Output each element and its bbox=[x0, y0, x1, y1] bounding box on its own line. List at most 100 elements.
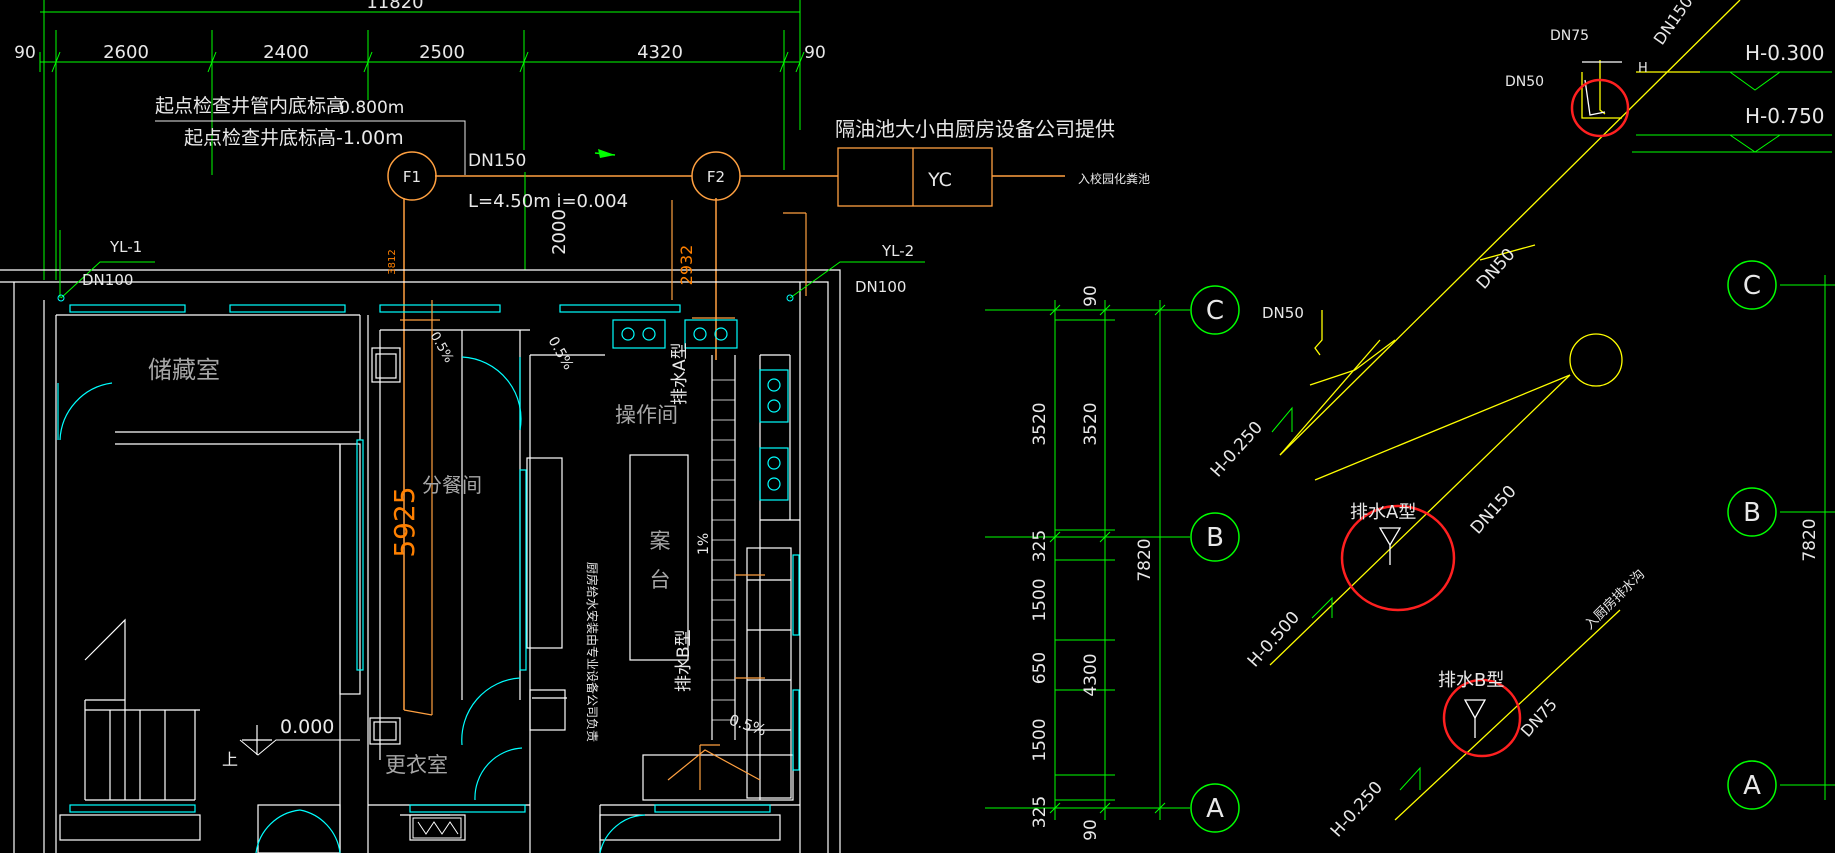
riser-yl1 bbox=[57, 294, 65, 302]
dim-v-7820: 7820 bbox=[1135, 538, 1155, 581]
drain-grate bbox=[712, 379, 735, 721]
dim-v-7820-right: 7820 bbox=[1800, 518, 1820, 561]
axis-c-label: C bbox=[1206, 296, 1224, 326]
dim-seg-2: 2600 bbox=[103, 42, 149, 63]
dim-v-3520-b: 3520 bbox=[1081, 402, 1101, 445]
note-grease-trap: 隔油池大小由厨房设备公司提供 bbox=[835, 117, 1115, 141]
iso-h-075: H-0.750 bbox=[1745, 104, 1825, 128]
iso-h-025b: H-0.250 bbox=[1327, 778, 1387, 842]
note-to-septic: 入校园化粪池 bbox=[1078, 171, 1150, 186]
counter-label-2: 台 bbox=[650, 568, 671, 592]
stove-3 bbox=[759, 369, 789, 423]
stove-1 bbox=[612, 319, 666, 349]
iso-to-drain: 入厨房排水沟 bbox=[1582, 566, 1648, 632]
iso-dn75-top: DN75 bbox=[1550, 28, 1589, 44]
manhole-f2-label: F2 bbox=[707, 168, 725, 186]
manhole-f1: F1 bbox=[387, 151, 437, 201]
axis-a2-label: A bbox=[1743, 771, 1761, 801]
label-drain-a-plan: 排水A型 bbox=[670, 342, 690, 405]
axis-b2-label: B bbox=[1743, 498, 1761, 528]
axis-bubble-b-right: B bbox=[1727, 487, 1777, 537]
riser-leaders bbox=[59, 230, 925, 299]
manhole-f2: F2 bbox=[691, 151, 741, 201]
axis-bubble-b: B bbox=[1190, 512, 1240, 562]
room-dining: 分餐间 bbox=[422, 473, 482, 497]
dim-v-90-bot: 90 bbox=[1081, 819, 1101, 841]
pipe-spec: L=4.50m i=0.004 bbox=[468, 191, 628, 212]
axis-dimensions bbox=[985, 300, 1190, 820]
windows bbox=[69, 304, 800, 813]
sink-1 bbox=[371, 347, 401, 383]
axis-bubble-a-right: A bbox=[1727, 760, 1777, 810]
grease-trap-label: YC bbox=[927, 169, 952, 191]
dim-v-650: 650 bbox=[1030, 652, 1050, 684]
note-invert-start-1-value: -0.800m bbox=[333, 98, 404, 118]
grease-trap bbox=[837, 147, 993, 207]
slope-c: 0.5% bbox=[727, 711, 769, 740]
dim-seg-3: 2400 bbox=[263, 42, 309, 63]
sink-2 bbox=[369, 717, 401, 745]
label-dn100-right: DN100 bbox=[855, 278, 906, 296]
room-storage: 储藏室 bbox=[148, 356, 220, 384]
axis-bubble-c: C bbox=[1190, 285, 1240, 335]
dim-seg-4: 2500 bbox=[419, 42, 465, 63]
main-drain-pipe bbox=[403, 175, 1065, 710]
slope-a: 0.5% bbox=[545, 334, 577, 373]
slope-b: 0.5% bbox=[427, 330, 457, 366]
iso-manhole bbox=[1569, 333, 1623, 387]
manhole-f1-label: F1 bbox=[403, 168, 421, 186]
fixture-bottom bbox=[412, 817, 462, 839]
dim-seg-6: 90 bbox=[804, 43, 826, 63]
iso-dn150-top: DN150 bbox=[1650, 0, 1697, 48]
dim-v-325-a: 325 bbox=[1030, 530, 1050, 562]
stove-2 bbox=[684, 319, 738, 349]
iso-drain-a: 排水A型 bbox=[1350, 502, 1416, 523]
note-invert-start-2: 起点检查井底标高-1.00m bbox=[184, 127, 404, 149]
isometric-pipes bbox=[1269, 0, 1741, 821]
axis-c2-label: C bbox=[1743, 271, 1761, 301]
drain-a-fixture bbox=[1378, 527, 1402, 565]
highlight-drain-b bbox=[1442, 678, 1522, 758]
room-changing: 更衣室 bbox=[385, 753, 448, 777]
iso-dn150-mid: DN150 bbox=[1467, 482, 1521, 539]
counter-label-1: 案 bbox=[650, 529, 671, 553]
dim-v-4300: 4300 bbox=[1081, 653, 1101, 696]
top-dimension-chain bbox=[39, 0, 805, 280]
iso-h-025a: H-0.250 bbox=[1207, 418, 1267, 482]
slope-d: 1% bbox=[696, 533, 712, 555]
riser-yl2 bbox=[786, 294, 794, 302]
note-invert-start-1: 起点检查井管内底标高 bbox=[155, 95, 345, 117]
dim-total-top: 11820 bbox=[366, 0, 423, 13]
iso-dn50-top: DN50 bbox=[1505, 74, 1544, 90]
trap-top-fixture bbox=[1582, 61, 1622, 116]
note-kitchen-vertical: 厨房给水安装由专业设备公司负责 bbox=[585, 562, 600, 742]
dim-v-3520-a: 3520 bbox=[1030, 402, 1050, 445]
elev-0-marker bbox=[239, 739, 360, 756]
stair-up: 上 bbox=[222, 750, 238, 769]
iso-dn75-bot: DN75 bbox=[1517, 695, 1561, 741]
axis-bubble-a: A bbox=[1190, 783, 1240, 833]
kitchen-pipes bbox=[400, 200, 807, 790]
iso-elev-markers bbox=[1271, 71, 1832, 791]
elev-0: 0.000 bbox=[280, 716, 334, 738]
label-dn150-top: DN150 bbox=[468, 151, 526, 171]
door-swings bbox=[57, 356, 646, 853]
axis-bubble-c-right: C bbox=[1727, 260, 1777, 310]
iso-h-mark: H bbox=[1638, 61, 1648, 76]
label-yl1: YL-1 bbox=[109, 238, 142, 256]
label-dn100-left: DN100 bbox=[82, 271, 133, 289]
axis-b-label: B bbox=[1206, 523, 1224, 553]
iso-drain-b: 排水B型 bbox=[1438, 670, 1504, 691]
room-operation: 操作间 bbox=[615, 403, 678, 427]
dim-v-1500-b: 1500 bbox=[1030, 718, 1050, 761]
dim-seg-1: 90 bbox=[14, 43, 36, 63]
dim-v-325-b: 325 bbox=[1030, 796, 1050, 828]
stove-4 bbox=[759, 447, 789, 501]
dim-5925: 5925 bbox=[388, 486, 421, 557]
iso-dn50-left: DN50 bbox=[1262, 304, 1304, 322]
drain-b-fixture bbox=[1463, 699, 1487, 738]
axis-right-lines bbox=[1780, 275, 1835, 800]
highlight-drain-a bbox=[1340, 504, 1456, 612]
highlight-top-trap bbox=[1570, 78, 1630, 138]
